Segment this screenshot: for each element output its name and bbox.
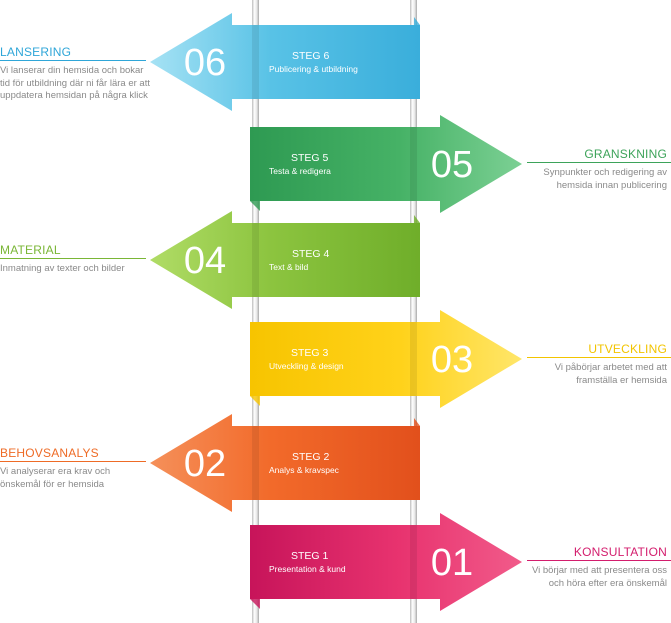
step-label: KONSULTATION	[573, 545, 667, 559]
step-description: Synpunkter och redigering av hemsida inn…	[543, 167, 667, 191]
step-label: LANSERING	[0, 45, 72, 59]
arrow-shape	[250, 115, 522, 213]
step-description: Vi lanserar din hemsida och bokar tid fö…	[0, 65, 150, 101]
arrow-fold	[250, 396, 260, 406]
step-title: STEG 3	[291, 347, 329, 359]
step-number: 06	[184, 42, 226, 84]
step-subtitle: Presentation & kund	[269, 564, 346, 574]
arrow-wrap-shade	[252, 426, 259, 500]
step-subtitle: Utveckling & design	[269, 361, 344, 371]
step-title: STEG 6	[292, 50, 330, 62]
label-rule	[0, 60, 146, 62]
step-arrow-6: 06 STEG 6 Publicering & utbildning	[150, 13, 420, 111]
label-rule	[0, 461, 146, 463]
label-rule	[527, 162, 671, 164]
arrow-fold	[414, 17, 420, 25]
label-rule	[527, 357, 671, 359]
step-label: GRANSKNING	[584, 147, 667, 161]
arrow-fold	[414, 215, 420, 223]
step-number: 04	[184, 240, 226, 282]
pole-left	[252, 0, 259, 623]
step-label: BEHOVSANALYS	[0, 446, 99, 460]
arrow-fold	[414, 418, 420, 426]
step-subtitle: Publicering & utbildning	[269, 64, 358, 74]
arrow-wrap-shade	[410, 322, 417, 396]
step-subtitle: Testa & redigera	[269, 166, 331, 176]
step-number: 01	[431, 542, 473, 584]
step-label: MATERIAL	[0, 243, 61, 257]
step-number: 05	[431, 144, 473, 186]
arrow-wrap-shade	[410, 127, 417, 201]
step-subtitle: Text & bild	[269, 262, 308, 272]
step-subtitle: Analys & kravspec	[269, 465, 340, 475]
arrow-shape	[150, 211, 420, 309]
arrow-shape	[250, 310, 522, 408]
step-title: STEG 1	[291, 550, 329, 562]
arrow-wrap-shade	[252, 25, 259, 99]
step-number: 03	[431, 339, 473, 381]
step-description: Vi påbörjar arbetet med att framställa e…	[554, 362, 667, 386]
step-number: 02	[184, 443, 226, 485]
step-description: Vi analyserar era krav och önskemål för …	[0, 466, 111, 490]
label-rule	[527, 560, 671, 562]
arrow-wrap-shade	[410, 525, 417, 599]
step-label: UTVECKLING	[588, 342, 667, 356]
step-arrow-1: 01 STEG 1 Presentation & kund	[250, 513, 522, 611]
step-title: STEG 4	[292, 248, 330, 260]
arrow-fold	[250, 599, 260, 609]
step-title: STEG 5	[291, 152, 329, 164]
step-arrow-5: 05 STEG 5 Testa & redigera	[250, 115, 522, 213]
step-arrow-3: 03 STEG 3 Utveckling & design	[250, 310, 522, 408]
step-description: Vi börjar med att presentera oss och hör…	[531, 565, 667, 589]
arrow-wrap-shade	[252, 223, 259, 297]
step-arrow-2: 02 STEG 2 Analys & kravspec	[150, 414, 420, 512]
label-rule	[0, 258, 146, 260]
arrow-shape	[150, 414, 420, 512]
step-arrow-4: 04 STEG 4 Text & bild	[150, 211, 420, 309]
step-description: Inmatning av texter och bilder	[0, 263, 125, 274]
arrow-fold	[250, 201, 260, 211]
pole-right	[410, 0, 417, 623]
step-title: STEG 2	[292, 451, 330, 463]
arrow-shape	[250, 513, 522, 611]
arrow-shape	[150, 13, 420, 111]
